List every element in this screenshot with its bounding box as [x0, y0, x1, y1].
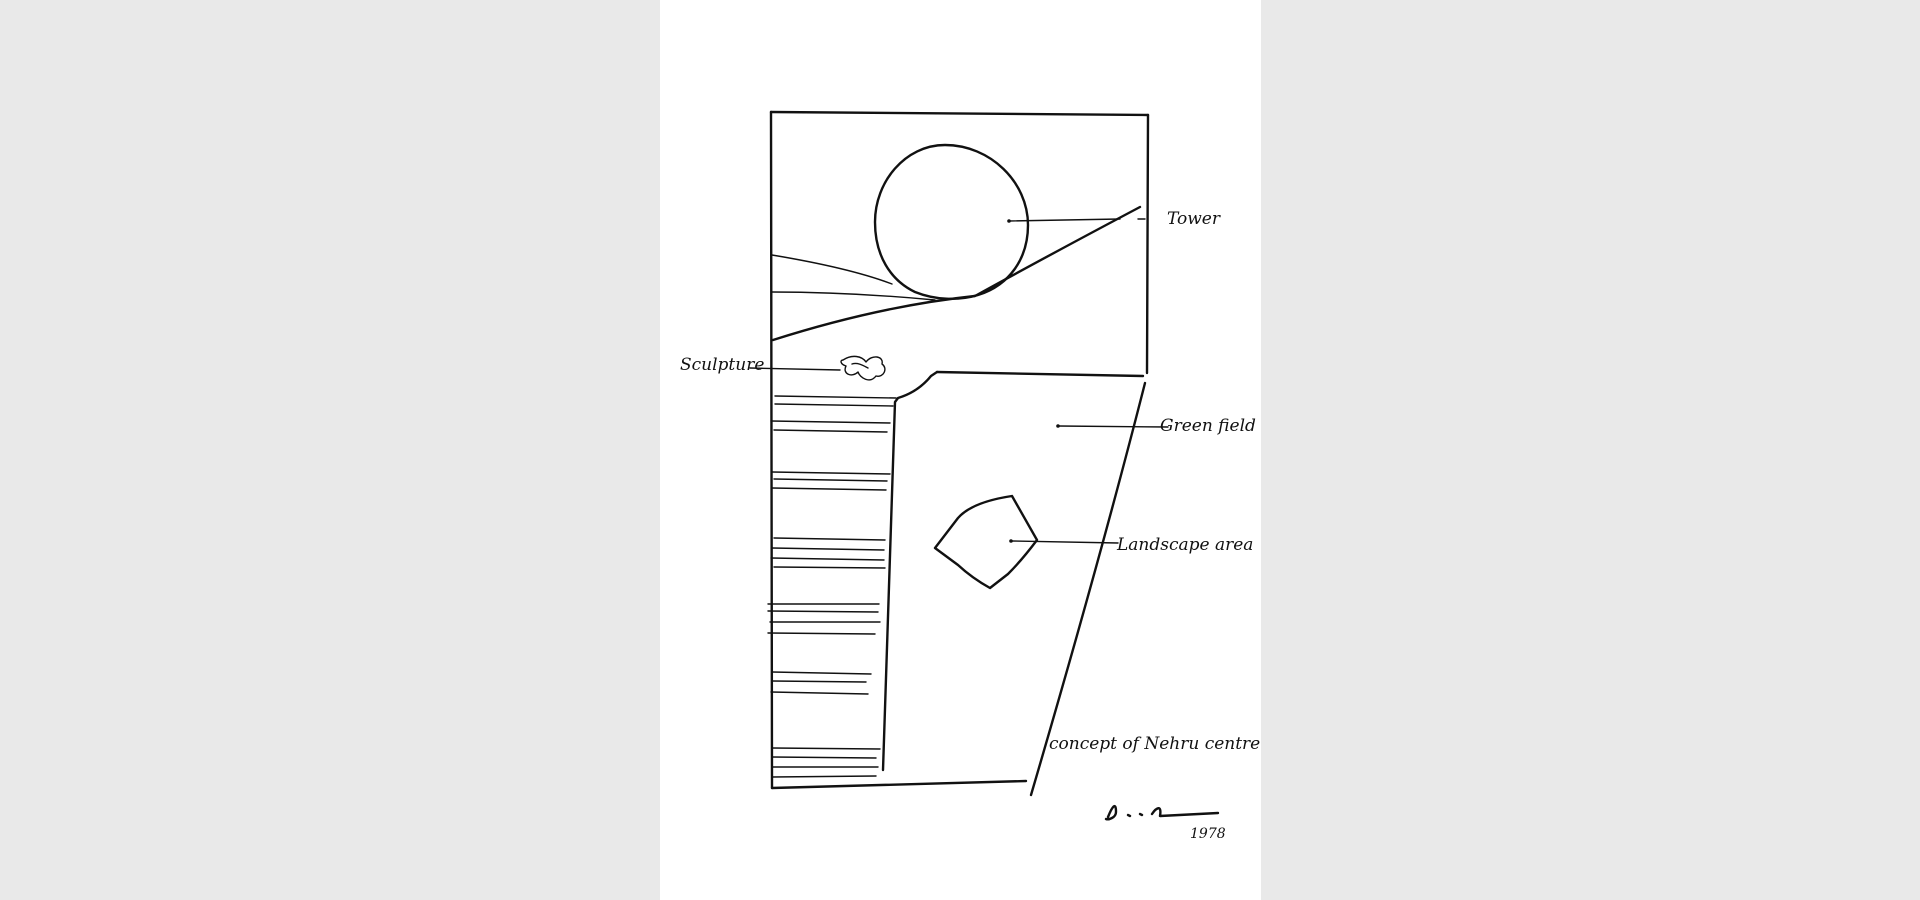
site-boundary-bottom — [772, 781, 1026, 788]
site-boundary-left — [771, 112, 772, 788]
ground-curve-upper — [772, 255, 892, 284]
leader-dot-tower — [1007, 219, 1011, 223]
leader-tower — [1009, 219, 1145, 221]
label-landscape-area: Landscape area — [1116, 535, 1253, 555]
plaza-edge — [937, 372, 1143, 376]
landscape-area-shape — [935, 496, 1037, 588]
year-label: 1978 — [1190, 826, 1226, 842]
label-green-field: Green field — [1160, 416, 1256, 436]
leader-dot-landscape — [1009, 539, 1013, 543]
label-tower: Tower — [1167, 209, 1221, 229]
caption: concept of Nehru centre — [1049, 734, 1260, 754]
signature-mark — [1106, 806, 1218, 819]
tower-circle — [875, 145, 1028, 299]
ground-curve-lower — [772, 292, 935, 300]
sculpture-mark — [841, 356, 885, 379]
approach-road — [773, 207, 1140, 340]
leader-dot-green-field — [1056, 424, 1060, 428]
terrace-lines — [768, 396, 896, 777]
label-sculpture: Sculpture — [680, 355, 764, 375]
leader-green-field — [1058, 426, 1168, 427]
building-block-outline — [883, 372, 937, 770]
site-boundary-top — [771, 112, 1148, 115]
site-boundary-right-upper — [1147, 115, 1148, 373]
